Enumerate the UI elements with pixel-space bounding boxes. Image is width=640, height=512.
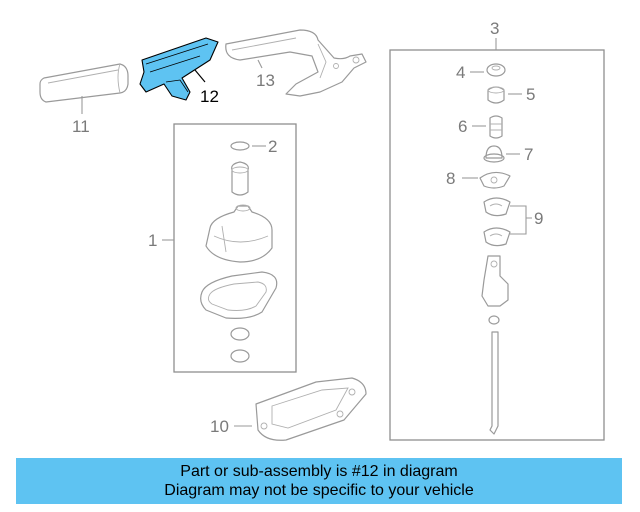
bushing[interactable] xyxy=(230,327,250,341)
part-13-brake-lever[interactable] xyxy=(225,29,367,97)
shift-linkage-rod[interactable] xyxy=(481,255,509,435)
part-9-retainers[interactable] xyxy=(483,197,511,247)
callout-8[interactable]: 8 xyxy=(446,169,455,188)
part-8-clip[interactable] xyxy=(479,171,511,189)
callout-9[interactable]: 9 xyxy=(534,209,543,228)
part-12-lever-cover[interactable] xyxy=(139,37,219,101)
shift-boot[interactable] xyxy=(205,204,273,263)
info-banner: Part or sub-assembly is #12 in diagram D… xyxy=(16,458,622,504)
shift-knob[interactable] xyxy=(231,161,249,196)
lower-nut[interactable] xyxy=(230,349,250,363)
part-10-bezel[interactable] xyxy=(255,377,367,441)
callout-10[interactable]: 10 xyxy=(210,417,229,436)
part-6-bushing[interactable] xyxy=(489,115,503,139)
callout-13[interactable]: 13 xyxy=(256,71,275,90)
callout-12[interactable]: 12 xyxy=(200,87,219,106)
callout-4[interactable]: 4 xyxy=(456,63,465,82)
leader-9 xyxy=(510,205,532,235)
assembly-3-frame xyxy=(389,49,605,441)
boot-gasket[interactable] xyxy=(200,271,278,319)
callout-7[interactable]: 7 xyxy=(524,145,533,164)
parts-diagram: 11 12 13 1 2 xyxy=(39,19,605,441)
banner-line-1: Part or sub-assembly is #12 in diagram xyxy=(180,463,458,480)
callout-2[interactable]: 2 xyxy=(268,137,277,156)
callout-11[interactable]: 11 xyxy=(72,117,90,136)
callout-1[interactable]: 1 xyxy=(148,231,157,250)
assembly-1-frame xyxy=(173,123,297,373)
leader-13 xyxy=(257,59,263,69)
part-5-spacer[interactable] xyxy=(487,86,505,104)
part-4-cap[interactable] xyxy=(486,63,506,77)
callout-6[interactable]: 6 xyxy=(458,117,467,136)
banner-line-2: Diagram may not be specific to your vehi… xyxy=(164,482,474,499)
part-11-handle-grip[interactable] xyxy=(39,63,129,103)
leader-12 xyxy=(194,69,206,83)
callout-3[interactable]: 3 xyxy=(490,19,499,38)
callout-5[interactable]: 5 xyxy=(526,85,535,104)
part-7-collar[interactable] xyxy=(483,145,505,163)
part-2-ring[interactable] xyxy=(230,141,250,151)
